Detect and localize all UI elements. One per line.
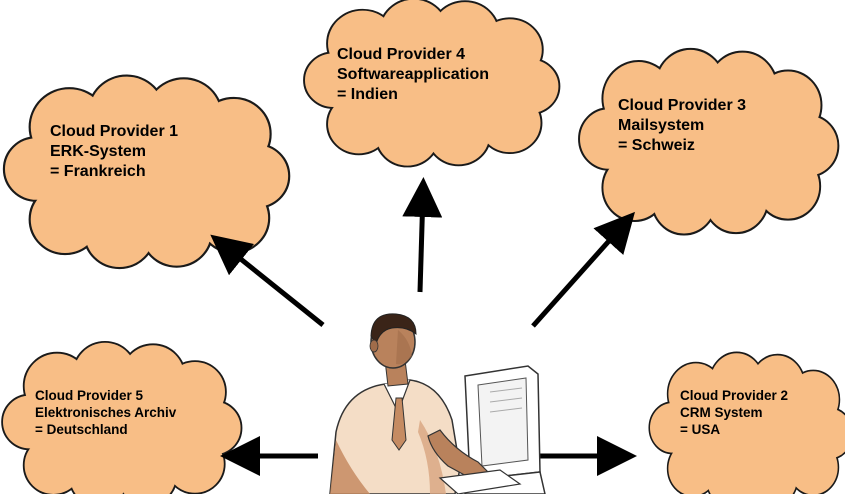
cloud-provider-4-title: Cloud Provider 4 (337, 46, 466, 63)
arrow-to-provider-1 (210, 234, 325, 327)
cloud-provider-5-title: Cloud Provider 5 (35, 388, 144, 403)
cloud-provider-2-country: = USA (680, 421, 721, 437)
cloud-provider-4-label: Cloud Provider 4 Softwareapplication = I… (337, 45, 489, 105)
cloud-provider-4-country: = Indien (337, 86, 398, 103)
arrow-to-provider-4 (402, 177, 443, 293)
cloud-provider-5-label: Cloud Provider 5 Elektronisches Archiv =… (35, 388, 176, 439)
cloud-provider-1-label: Cloud Provider 1 ERK-System = Frankreich (50, 122, 178, 182)
cloud-provider-3-title: Cloud Provider 3 (618, 97, 747, 114)
cloud-provider-5-country: = Deutschland (35, 421, 128, 437)
cloud-provider-3-country: = Schweiz (618, 137, 695, 154)
cloud-provider-5-system: Elektronisches Archiv (35, 404, 177, 420)
cloud-provider-3-system: Mailsystem (618, 117, 705, 134)
cloud-provider-2-title: Cloud Provider 2 (680, 388, 789, 403)
cloud-provider-2-system: CRM System (680, 404, 763, 420)
cloud-provider-1-country: = Frankreich (50, 163, 146, 180)
cloud-provider-4-system: Softwareapplication (337, 66, 490, 83)
cloud-provider-2-label: Cloud Provider 2 CRM System = USA (680, 388, 788, 439)
cloud-provider-1-system: ERK-System (50, 143, 147, 160)
arrow-to-provider-3 (531, 211, 635, 328)
cloud-provider-3-label: Cloud Provider 3 Mailsystem = Schweiz (618, 96, 746, 156)
cloud-provider-1-title: Cloud Provider 1 (50, 123, 179, 140)
person-at-computer-icon (329, 313, 546, 494)
